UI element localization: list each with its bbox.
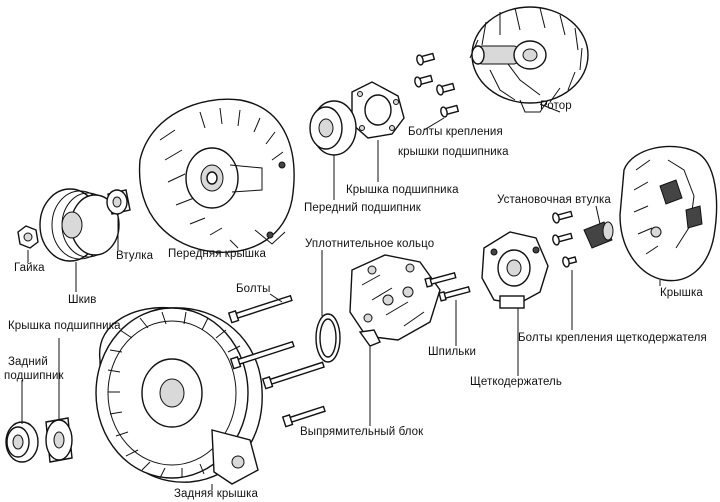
leader-lines bbox=[21, 103, 661, 490]
label-rear-bearing-cover: Крышка подшипника bbox=[8, 320, 121, 332]
label-bearing-cover: Крышка подшипника bbox=[346, 184, 459, 196]
label-bearing-cover-bolts-line2: крышки подшипника bbox=[398, 146, 509, 158]
bearing-cover-plate bbox=[351, 81, 405, 139]
brush-holder-drawing bbox=[481, 231, 549, 309]
label-bearing-cover-bolts-line1: Болты крепления bbox=[408, 126, 503, 138]
label-brush-holder-bolts: Болты крепления щеткодержателя bbox=[518, 332, 707, 344]
label-bolts: Болты bbox=[236, 283, 271, 295]
rear-cover-drawing bbox=[95, 306, 263, 485]
label-rear-cover: Задняя крышка bbox=[174, 488, 258, 500]
nut-drawing bbox=[17, 225, 39, 249]
label-rear-bearing-line2: подшипник bbox=[4, 370, 64, 382]
pulley-drawing bbox=[39, 188, 120, 262]
rotor-screws bbox=[414, 52, 460, 118]
studs-drawing bbox=[424, 271, 471, 302]
sleeve-drawing bbox=[106, 189, 131, 215]
label-rectifier: Выпрямительный блок bbox=[300, 426, 424, 438]
rear-bearing-drawing bbox=[5, 421, 39, 463]
label-front-cover: Передняя крышка bbox=[168, 248, 267, 260]
label-pulley: Шкив bbox=[68, 294, 97, 306]
rotor-drawing bbox=[469, 6, 589, 113]
label-front-bearing: Передний подшипник bbox=[304, 202, 421, 214]
label-sleeve: Втулка bbox=[116, 250, 154, 262]
rectifier-drawing bbox=[349, 254, 441, 347]
label-brush-holder: Щеткодержатель bbox=[470, 376, 562, 388]
brush-holder-bolts bbox=[552, 210, 578, 268]
front-bearing-drawing bbox=[309, 100, 357, 156]
label-housing-cover: Крышка bbox=[660, 287, 703, 299]
rear-bearing-cover-drawing bbox=[45, 417, 73, 463]
label-rear-bearing-line1: Задний bbox=[8, 356, 48, 368]
long-bolts bbox=[227, 294, 326, 428]
label-mount-sleeve: Установочная втулка bbox=[497, 194, 611, 206]
label-nut: Гайка bbox=[14, 262, 45, 274]
mount-sleeve-drawing bbox=[583, 221, 614, 249]
label-seal-ring: Уплотнительное кольцо bbox=[305, 238, 435, 250]
label-studs: Шпильки bbox=[428, 346, 477, 358]
housing-cover-drawing bbox=[619, 145, 718, 282]
label-rotor: Ротор bbox=[540, 100, 572, 112]
front-cover-drawing bbox=[138, 98, 295, 253]
seal-ring-drawing bbox=[315, 313, 341, 363]
